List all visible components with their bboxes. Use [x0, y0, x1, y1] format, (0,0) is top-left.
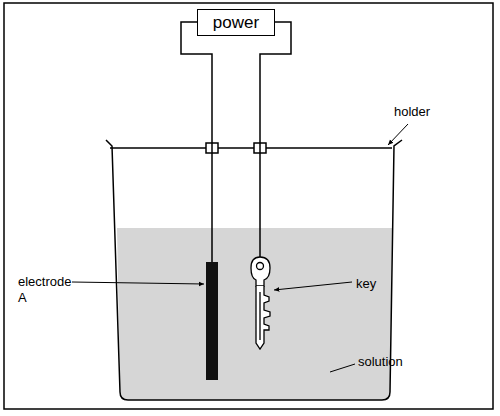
power-supply-box: power: [197, 9, 275, 36]
part-label: solution: [358, 354, 438, 370]
wire: [181, 22, 212, 265]
leader-line: [330, 364, 355, 372]
electrode-bar: [206, 262, 218, 380]
wire: [260, 22, 291, 258]
solution-fill: [117, 228, 392, 400]
node-label: power: [213, 14, 259, 31]
wires: [181, 22, 291, 265]
holder-bar: [110, 147, 392, 149]
leader-line: [274, 282, 352, 290]
part-label: key: [356, 276, 406, 292]
leader-line: [388, 124, 408, 145]
frame: [4, 3, 493, 409]
part-label: holder: [394, 104, 464, 120]
part-label: electrode A: [18, 274, 80, 307]
key-symbol: [251, 257, 270, 349]
leader-lines: [72, 124, 408, 372]
beaker: [106, 140, 402, 400]
leader-line: [72, 282, 204, 284]
